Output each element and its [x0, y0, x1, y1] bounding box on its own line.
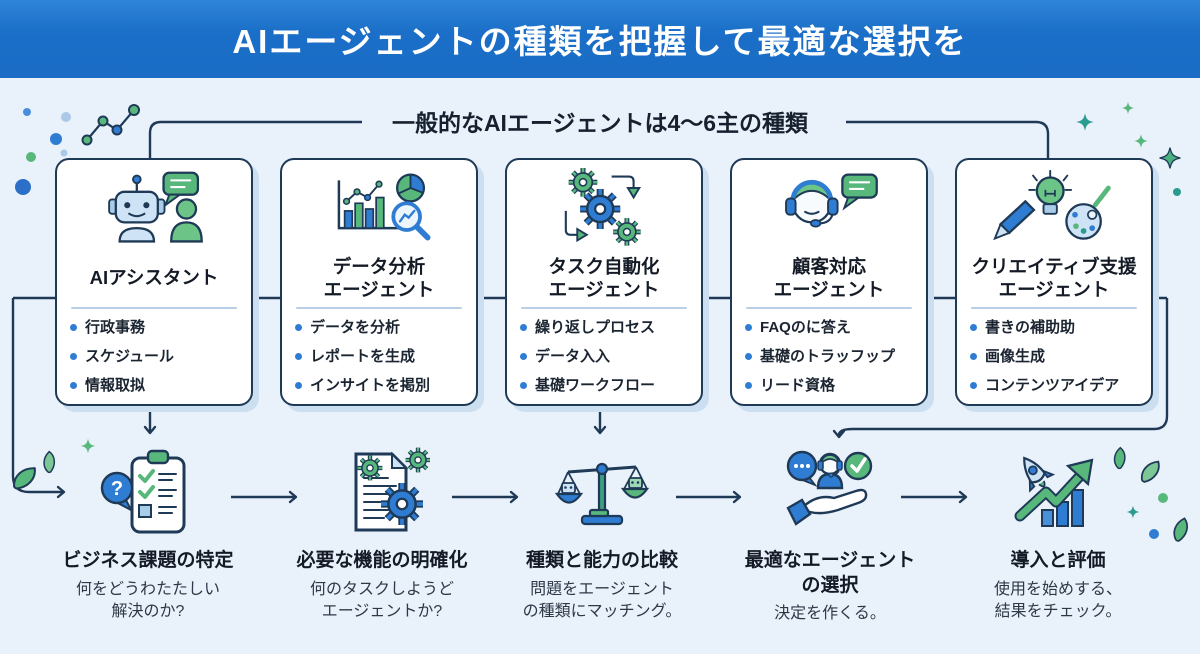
bullet-dot	[970, 324, 977, 331]
deploy-evaluate-icon	[946, 436, 1170, 540]
bullet-dot	[970, 352, 977, 360]
bullet-item: スケジュール	[70, 348, 238, 367]
bullet-item: リード資格	[745, 377, 913, 396]
step-select-agent: 最適なエージェントの選択 決定を作くる。	[718, 436, 942, 626]
compare-capabilities-icon	[490, 436, 714, 540]
customer-support-icon	[745, 166, 913, 252]
card-bullet-list: 行政事務 スケジュール 情報取拟	[70, 319, 238, 395]
card-divider	[521, 307, 687, 309]
bullet-item: レポートを生成	[295, 348, 463, 367]
bullet-item: 繰り返しプロセス	[520, 319, 688, 338]
step-subtext: 何をどうわたたしい解決のか?	[75, 580, 220, 621]
bullet-item: FAQのに答え	[745, 319, 913, 338]
bullet-dot	[970, 381, 977, 389]
step-subtext: 使用を始めする、結果をチェック。	[993, 580, 1122, 621]
card-title: クリエイティブ支援エージェント	[971, 255, 1137, 300]
card-divider	[71, 307, 237, 309]
step-compare-capabilities: 種類と能力の比較 問題をエージェントの種類にマッチング。	[490, 436, 714, 624]
data-analysis-icon	[295, 166, 463, 252]
card-data-analysis: データ分析エージェント データを分析 レポートを生成 インサイトを掲別	[280, 158, 478, 406]
bullet-dot	[295, 381, 302, 389]
sparkle-decor	[80, 102, 1182, 539]
bullet-dot	[295, 324, 302, 331]
bullet-dot	[520, 324, 527, 331]
card-divider	[296, 307, 462, 309]
bullet-item: 基礎ワークフロー	[520, 377, 688, 396]
card-title: データ分析エージェント	[323, 255, 435, 300]
bullet-item: データを分析	[295, 319, 463, 338]
creative-support-icon	[970, 166, 1138, 252]
bullet-item: 書きの補助助	[970, 319, 1138, 338]
bullet-dot	[520, 381, 527, 389]
card-title: 顧客対応エージェント	[773, 255, 885, 300]
identify-problem-icon: ?	[36, 436, 260, 540]
bullet-dot	[745, 381, 752, 389]
card-customer-support: 顧客対応エージェント FAQのに答え 基礎のトラッフップ リード資格	[730, 158, 928, 406]
step-clarify-functions: 必要な機能の明確化 何のタスクしようどエージェントか?	[270, 436, 494, 624]
ai-assistant-icon	[70, 166, 238, 252]
card-creative-support: クリエイティブ支援エージェント 書きの補助助 画像生成 コンテンツアイデア	[955, 158, 1153, 406]
bullet-item: 行政事務	[70, 319, 238, 338]
card-divider	[971, 307, 1137, 309]
dots-and-chart-decor	[15, 104, 140, 195]
step-title: 種類と能力の比較	[525, 550, 678, 571]
card-bullet-list: 繰り返しプロセス データ入入 基礎ワークフロー	[520, 319, 688, 395]
title-banner: AIエージェントの種類を把握して最適な選択を	[0, 0, 1200, 78]
card-task-automation: タスク自動化エージェント 繰り返しプロセス データ入入 基礎ワークフロー	[505, 158, 703, 406]
clarify-functions-icon	[270, 436, 494, 540]
bullet-item: 情報取拟	[70, 377, 238, 396]
card-bullet-list: データを分析 レポートを生成 インサイトを掲別	[295, 319, 463, 395]
card-bullet-list: 書きの補助助 画像生成 コンテンツアイデア	[970, 319, 1138, 395]
card-divider	[746, 307, 912, 309]
task-automation-icon	[520, 166, 688, 252]
bullet-dot	[295, 352, 302, 360]
step-deploy-evaluate: 導入と評価 使用を始めする、結果をチェック。	[946, 436, 1170, 624]
bullet-dot	[745, 352, 752, 360]
step-title: ビジネス課題の特定	[62, 550, 234, 571]
step-identify-problem: ? ビジネス課題の特定 何をどうわたたしい解決のか?	[36, 436, 260, 624]
bullet-item: 基礎のトラッフップ	[745, 348, 913, 367]
select-agent-icon	[718, 436, 942, 540]
step-title: 最適なエージェントの選択	[744, 550, 916, 596]
bullet-item: データ入入	[520, 348, 688, 367]
question-mark: ?	[111, 478, 123, 500]
card-bullet-list: FAQのに答え 基礎のトラッフップ リード資格	[745, 319, 913, 395]
card-title: タスク自動化エージェント	[548, 255, 660, 300]
bullet-dot	[70, 324, 77, 331]
bullet-dot	[745, 324, 752, 331]
bullet-item: インサイトを掲別	[295, 377, 463, 396]
page-title: AIエージェントの種類を把握して最適な選択を	[232, 23, 968, 60]
step-subtext: 何のタスクしようどエージェントか?	[309, 580, 454, 621]
card-ai-assistant: AIアシスタント 行政事務 スケジュール 情報取拟	[55, 158, 253, 406]
step-title: 導入と評価	[1010, 550, 1106, 571]
step-subtext: 決定を作くる。	[774, 605, 886, 623]
bullet-item: コンテンツアイデア	[970, 377, 1138, 396]
bullet-dot	[520, 352, 527, 360]
bullet-dot	[70, 352, 77, 360]
bullet-dot	[70, 381, 77, 389]
bullet-item: 画像生成	[970, 348, 1138, 367]
step-subtext: 問題をエージェントの種類にマッチング。	[522, 580, 682, 621]
card-title: AIアシスタント	[89, 267, 219, 289]
step-title: 必要な機能の明確化	[296, 550, 468, 571]
subtitle: 一般的なAIエージェントは4〜6主の種類	[391, 110, 809, 136]
